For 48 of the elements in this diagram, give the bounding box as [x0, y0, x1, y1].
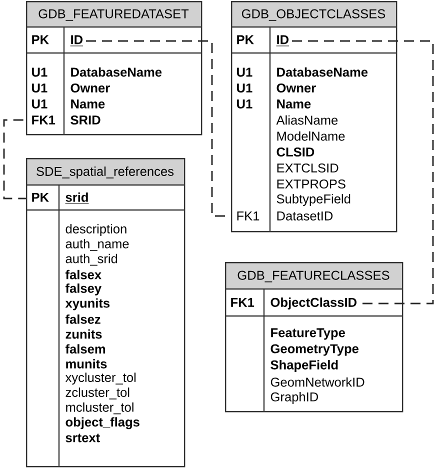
field-row: PK ID	[32, 35, 84, 46]
table	[26, 158, 186, 468]
field-row: falsez	[65, 314, 100, 324]
field-row: auth_name	[66, 238, 129, 251]
relationship-line	[292, 40, 434, 304]
field-row: PK ID	[237, 35, 290, 46]
field-row: mcluster_tol	[66, 402, 134, 414]
field-row: FK1 SRID	[32, 115, 100, 125]
field-row: PK srid	[32, 192, 89, 204]
field-row: falsem	[65, 344, 106, 354]
field-row: FK1 DatasetID	[237, 212, 333, 220]
field-row: description	[66, 224, 126, 236]
table-title: SDE_spatial_references	[36, 166, 174, 178]
table	[225, 262, 404, 412]
field-row: xycluster_tol	[65, 372, 136, 385]
field-row: U1 Owner	[237, 83, 316, 93]
relationship-line	[3, 119, 26, 200]
field-row: U1 Owner	[32, 83, 110, 93]
field-row: zcluster_tol	[66, 388, 130, 400]
field-row: srtext	[66, 434, 100, 442]
field-row: FeatureType	[271, 328, 345, 340]
field-row: falsex	[65, 270, 102, 280]
field-row: GeometryType	[270, 344, 358, 356]
field-row: U1 DatabaseName	[32, 67, 162, 77]
field-row: U1 DatabaseName	[237, 67, 368, 77]
table-title: GDB_FEATUREDATASET	[38, 9, 189, 21]
table	[231, 1, 398, 232]
field-row: object_flags	[66, 417, 140, 430]
field-row: ShapeField	[270, 360, 338, 372]
field-row: auth_srid	[66, 254, 118, 266]
field-row: munits	[66, 359, 107, 368]
table	[26, 1, 202, 136]
field-row: zunits	[66, 329, 102, 339]
table-title: GDB_OBJECTCLASSES	[242, 9, 386, 21]
field-row: xyunits	[65, 298, 110, 310]
field-row: GeomNetworkID	[270, 377, 364, 387]
field-row: EXTPROPS	[277, 179, 346, 189]
field-row: SubtypeField	[276, 194, 350, 206]
field-row: GraphID	[270, 392, 318, 404]
field-row: ModelName	[277, 131, 345, 141]
field-row: U1 Name	[237, 100, 311, 108]
field-row: FK1 ObjectClassID	[231, 298, 356, 310]
field-row: CLSID	[276, 147, 314, 157]
field-row: falsey	[65, 284, 102, 296]
field-row: AliasName	[276, 115, 338, 125]
field-row: EXTCLSID	[277, 163, 338, 173]
table-title: GDB_FEATURECLASSES	[238, 270, 390, 282]
field-row: U1 Name	[32, 100, 105, 108]
